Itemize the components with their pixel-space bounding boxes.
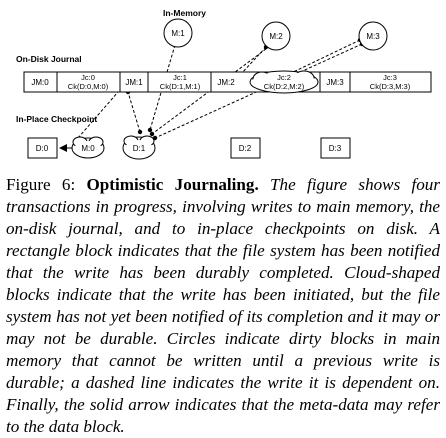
journal-jm3: JM:3 bbox=[326, 78, 344, 87]
journal-jc1-line2: Ck(D:1,M:1) bbox=[160, 82, 201, 91]
dep-line-m3-jc2 bbox=[286, 39, 361, 76]
checkpoint-d3: D:3 bbox=[320, 137, 351, 159]
journal-jc2-cloud: Jc:2 Ck(D:2,M:2) bbox=[249, 70, 319, 94]
journal-jm0: JM:0 bbox=[31, 78, 49, 87]
checkpoint-d2: D:2 bbox=[230, 137, 261, 159]
on-disk-journal-label: On-Disk Journal bbox=[16, 54, 82, 64]
dep-line-m0-jc1 bbox=[77, 91, 119, 139]
figure-caption: Figure 6: Optimistic Journaling. The fig… bbox=[6, 174, 440, 438]
dep-line-m3-d1 bbox=[154, 43, 363, 139]
journal-jc0-line1: Jc:0 bbox=[81, 73, 95, 82]
checkpoint-m0-cloud: M:0 bbox=[71, 136, 105, 159]
journal-strip: JM:0 Jc:0 Ck(D:0,M:0) JM:1 Jc:1 Ck(D:1,M… bbox=[23, 70, 432, 94]
journal-jc2-line2: Ck(D:2,M:2) bbox=[264, 82, 305, 91]
journal-jc3-line1: Jc:3 bbox=[383, 73, 397, 82]
journal-jm1: JM:1 bbox=[125, 78, 143, 87]
svg-text:D:2: D:2 bbox=[239, 144, 252, 153]
journal-jc3-line2: Ck(D:3,M:3) bbox=[370, 82, 411, 91]
journal-jc2-line1: Jc:2 bbox=[277, 73, 291, 82]
in-place-checkpoint-label: In-Place Checkpoint bbox=[16, 114, 97, 124]
caption-title: Optimistic Journaling. bbox=[86, 175, 259, 194]
memory-block-m1: M:1 bbox=[163, 18, 193, 48]
svg-text:M:1: M:1 bbox=[171, 29, 185, 38]
journal-jm2: JM:2 bbox=[217, 78, 235, 87]
caption-number: Figure 6: bbox=[6, 175, 76, 194]
svg-text:M:3: M:3 bbox=[366, 32, 380, 41]
svg-text:D:3: D:3 bbox=[329, 144, 342, 153]
memory-block-m3: M:3 bbox=[358, 21, 388, 51]
journal-jc0-line2: Ck(D:0,M:0) bbox=[68, 82, 109, 91]
journal-jc1-line1: Jc:1 bbox=[173, 73, 187, 82]
svg-text:M:0: M:0 bbox=[81, 144, 95, 153]
dep-line-m2-d1 bbox=[151, 45, 271, 135]
caption-body: The figure shows four transactions in pr… bbox=[6, 175, 440, 436]
journaling-figure: In-Memory On-Disk Journal In-Place Check… bbox=[16, 8, 432, 160]
dep-line-d1-jc1 bbox=[127, 91, 141, 133]
svg-text:D:1: D:1 bbox=[133, 144, 146, 153]
checkpoint-d1-cloud: D:1 bbox=[122, 135, 156, 160]
checkpoint-d0: D:0 bbox=[27, 137, 58, 159]
memory-block-m2: M:2 bbox=[261, 21, 291, 51]
svg-text:M:2: M:2 bbox=[269, 32, 283, 41]
svg-text:D:0: D:0 bbox=[36, 144, 49, 153]
in-memory-label: In-Memory bbox=[163, 8, 206, 18]
